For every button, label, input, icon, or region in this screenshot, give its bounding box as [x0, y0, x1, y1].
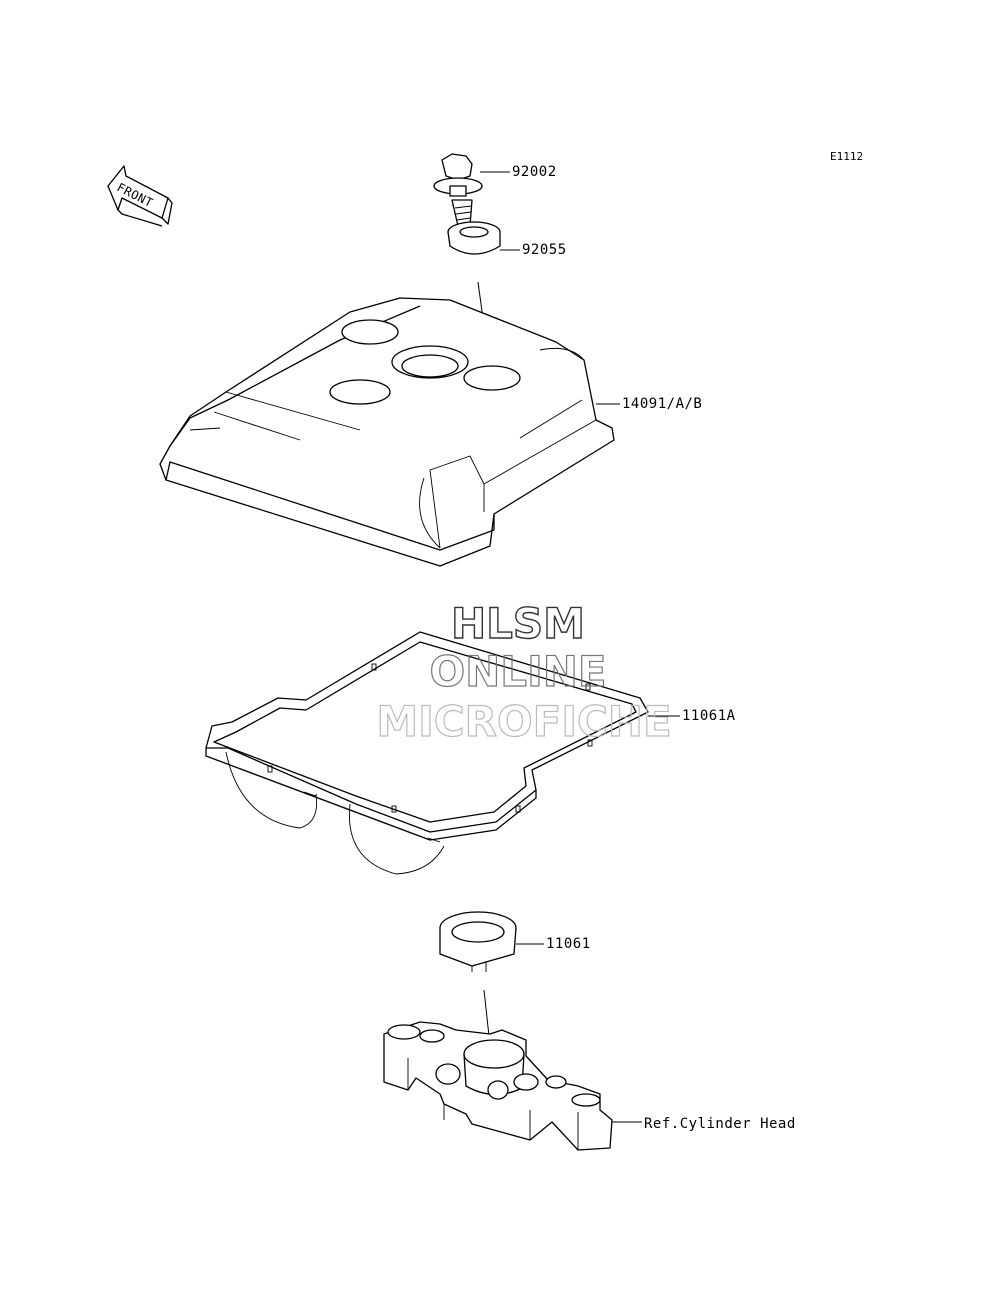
- watermark-line3: MICROFICHE: [376, 697, 671, 746]
- callout-cover: 14091/A/B: [622, 396, 702, 412]
- callout-plug-gasket: 11061: [546, 936, 591, 952]
- watermark: HLSM ONLINE MICROFICHE: [376, 598, 672, 746]
- diagram-code: E1112: [830, 150, 863, 163]
- callout-cylinder-head: Ref.Cylinder Head: [644, 1116, 796, 1132]
- plug-hole-gasket-part: [439, 911, 517, 972]
- cylinder-head-cover-part: [159, 297, 615, 567]
- cover-gasket-part: [205, 631, 649, 875]
- callout-bolt: 92002: [512, 164, 557, 180]
- bolt-part: [433, 153, 483, 227]
- cylinder-head-part: [383, 1021, 613, 1151]
- watermark-line2: ONLINE: [429, 647, 606, 696]
- callout-gasket: 11061A: [682, 708, 736, 724]
- front-arrow-icon: FRONT: [107, 165, 173, 227]
- washer-part: [447, 221, 501, 255]
- callout-washer: 92055: [522, 242, 567, 258]
- watermark-line1: HLSM: [451, 599, 585, 648]
